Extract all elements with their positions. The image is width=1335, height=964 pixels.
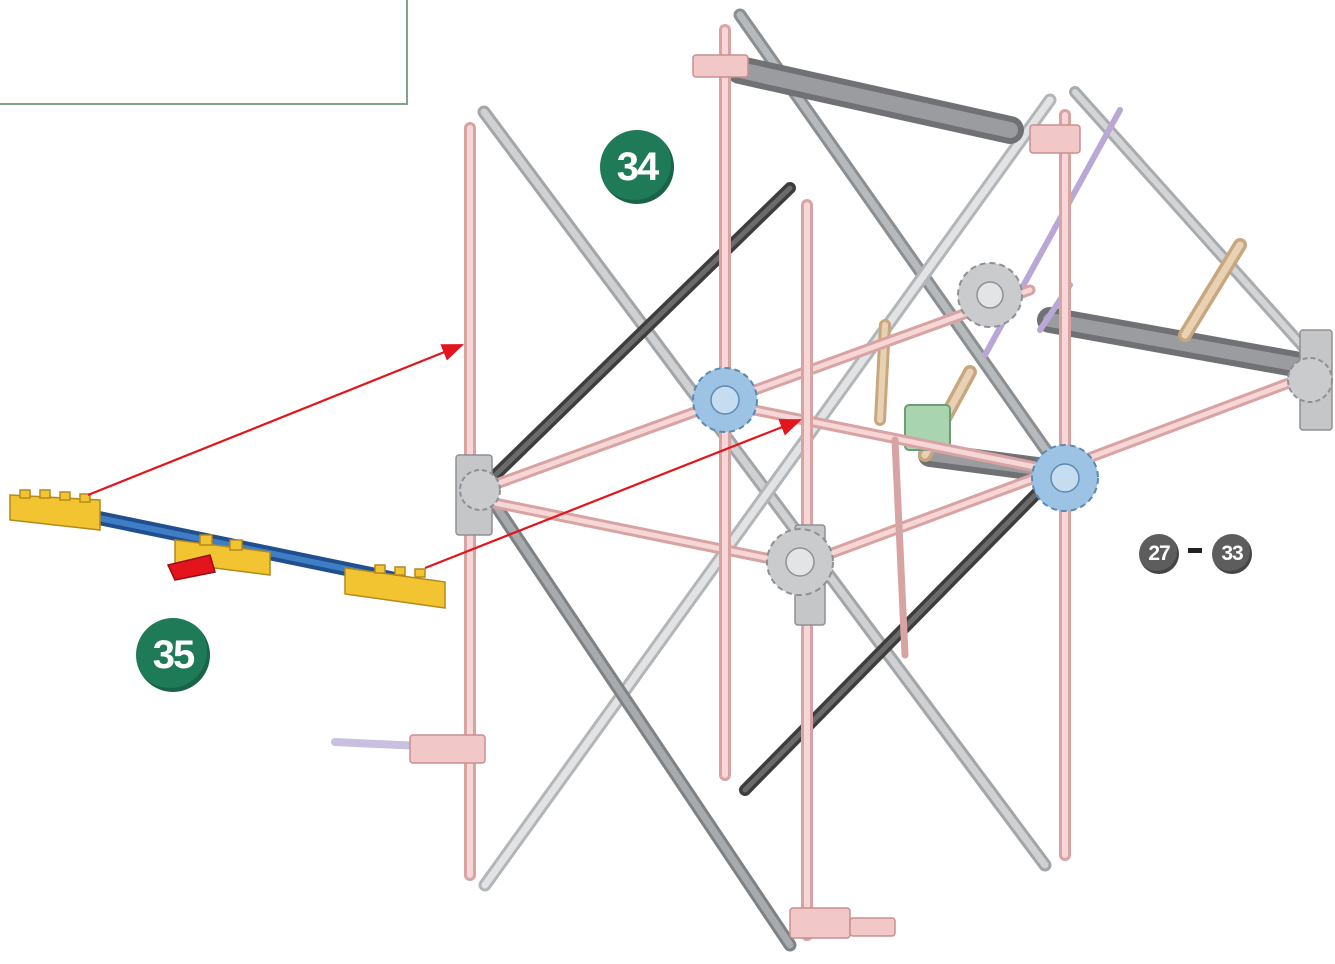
guide-arrows xyxy=(87,343,803,570)
reference-badge-33: 33 xyxy=(1212,534,1252,574)
note-box xyxy=(0,0,408,105)
guide-arrow-right xyxy=(424,418,803,570)
gray-diagonal-rods xyxy=(477,8,1321,952)
sub-assembly-35 xyxy=(9,489,446,609)
step-badge-35: 35 xyxy=(136,618,210,692)
step-badge-34: 34 xyxy=(600,130,674,204)
pink-end-connectors xyxy=(409,54,1081,939)
reference-badge-27: 27 xyxy=(1139,534,1179,574)
red-clip xyxy=(166,554,216,581)
range-dash xyxy=(1188,548,1202,553)
guide-arrow-left xyxy=(87,343,465,497)
dark-rods xyxy=(474,182,1051,796)
star-connectors xyxy=(459,262,1333,596)
pink-horizontal-rods xyxy=(474,284,1316,659)
